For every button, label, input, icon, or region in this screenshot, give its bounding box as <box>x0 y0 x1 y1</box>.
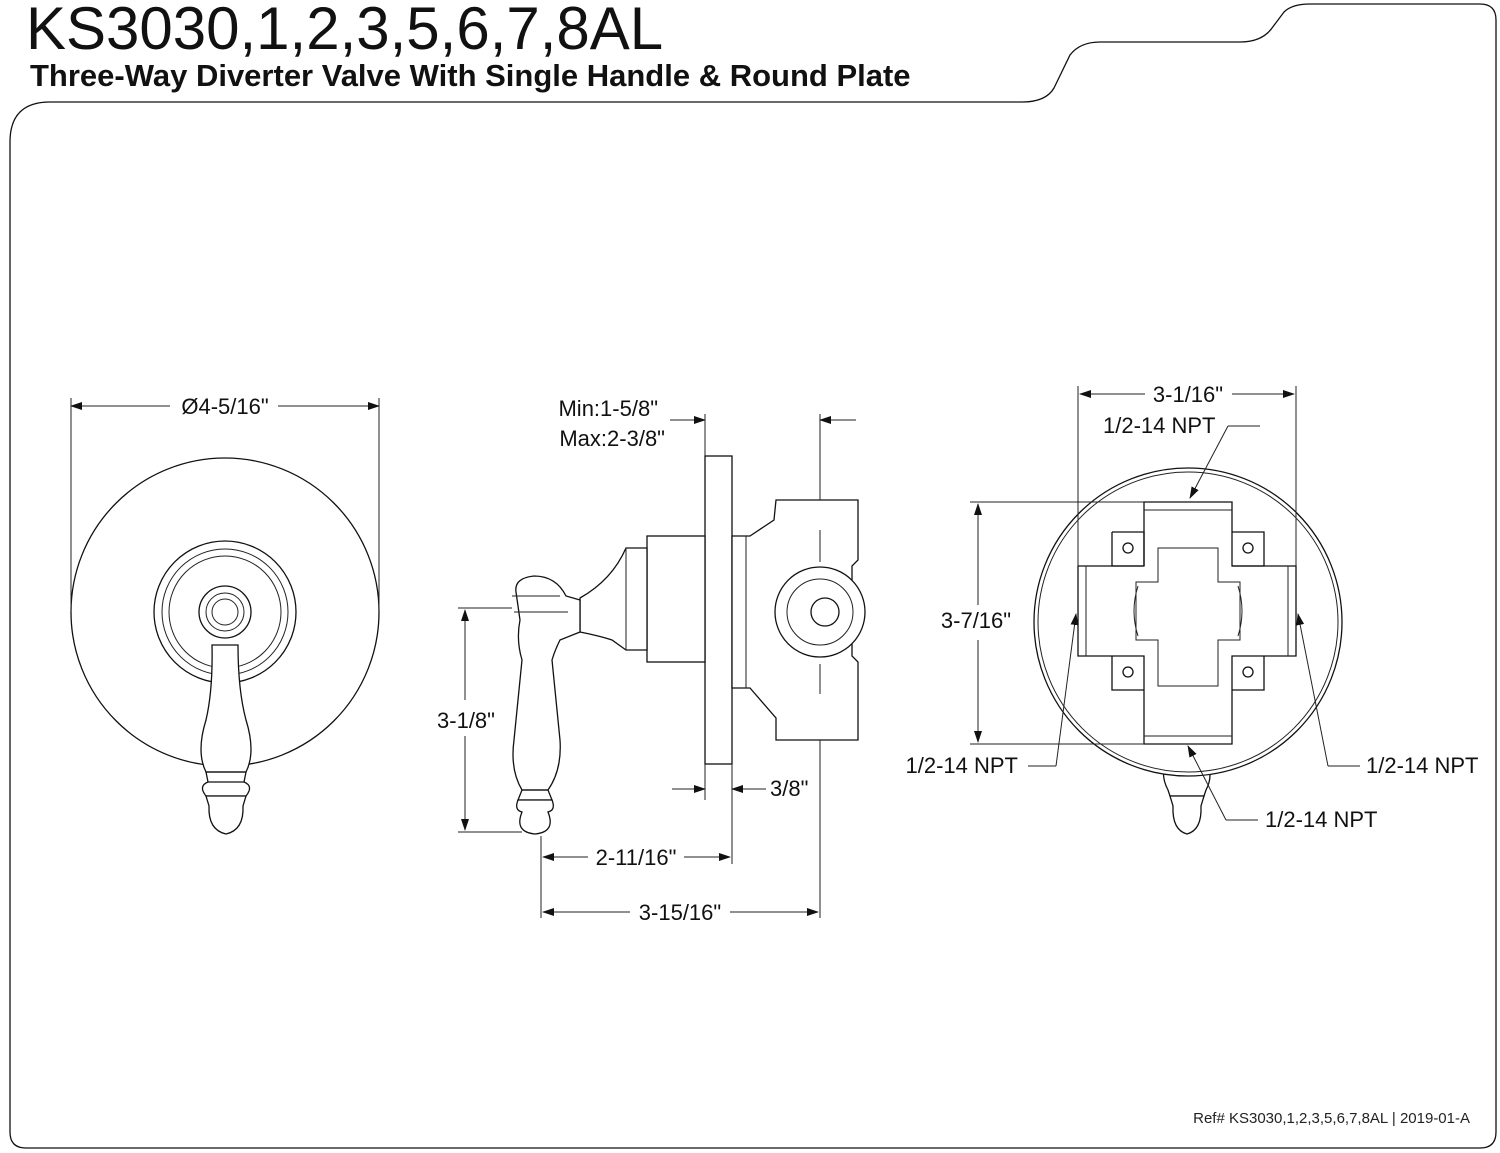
port-right-label: 1/2-14 NPT <box>1366 753 1479 778</box>
handle-to-plate-label: 2-11/16" <box>596 845 677 870</box>
rear-view: 3-1/16" 3-7/16" 1/2-14 NPT 1/2-14 NPT 1/… <box>906 382 1479 835</box>
body-height-label: 3-7/16" <box>941 608 1011 633</box>
port-top-label: 1/2-14 NPT <box>1103 413 1216 438</box>
sheet-border <box>9 3 1497 1149</box>
side-handle-neck <box>579 547 648 651</box>
wall-max-label: Max:2-3/8" <box>559 426 665 451</box>
side-view: Min:1-5/8" Max:2-3/8" 3-1/8" 3/8" 2-11/1… <box>437 396 866 925</box>
side-port-inner <box>810 597 840 627</box>
rear-inner-cross <box>1135 547 1241 687</box>
overall-depth-label: 3-15/16" <box>639 900 721 925</box>
front-view: Ø4-5/16" <box>70 394 380 835</box>
front-lever-handle <box>200 644 252 773</box>
side-lever-handle <box>512 575 581 791</box>
wall-min-label: Min:1-5/8" <box>558 396 658 421</box>
side-port-outer <box>774 566 866 658</box>
flange-thickness-label: 3/8" <box>770 776 808 801</box>
reference-number: Ref# KS3030,1,2,3,5,6,7,8AL | 2019-01-A <box>1193 1110 1470 1127</box>
product-description: Three-Way Diverter Valve With Single Han… <box>30 58 911 93</box>
plate-diameter-label: Ø4-5/16" <box>181 394 268 419</box>
model-title: KS3030,1,2,3,5,6,7,8AL <box>26 0 664 62</box>
side-escutcheon-collar <box>646 535 706 663</box>
port-left-label: 1/2-14 NPT <box>906 753 1019 778</box>
front-handle-hub <box>198 585 252 639</box>
handle-height-label: 3-1/8" <box>437 708 495 733</box>
side-wall-flange <box>704 455 733 765</box>
body-width-label: 3-1/16" <box>1153 382 1223 407</box>
port-bottom-label: 1/2-14 NPT <box>1265 807 1378 832</box>
